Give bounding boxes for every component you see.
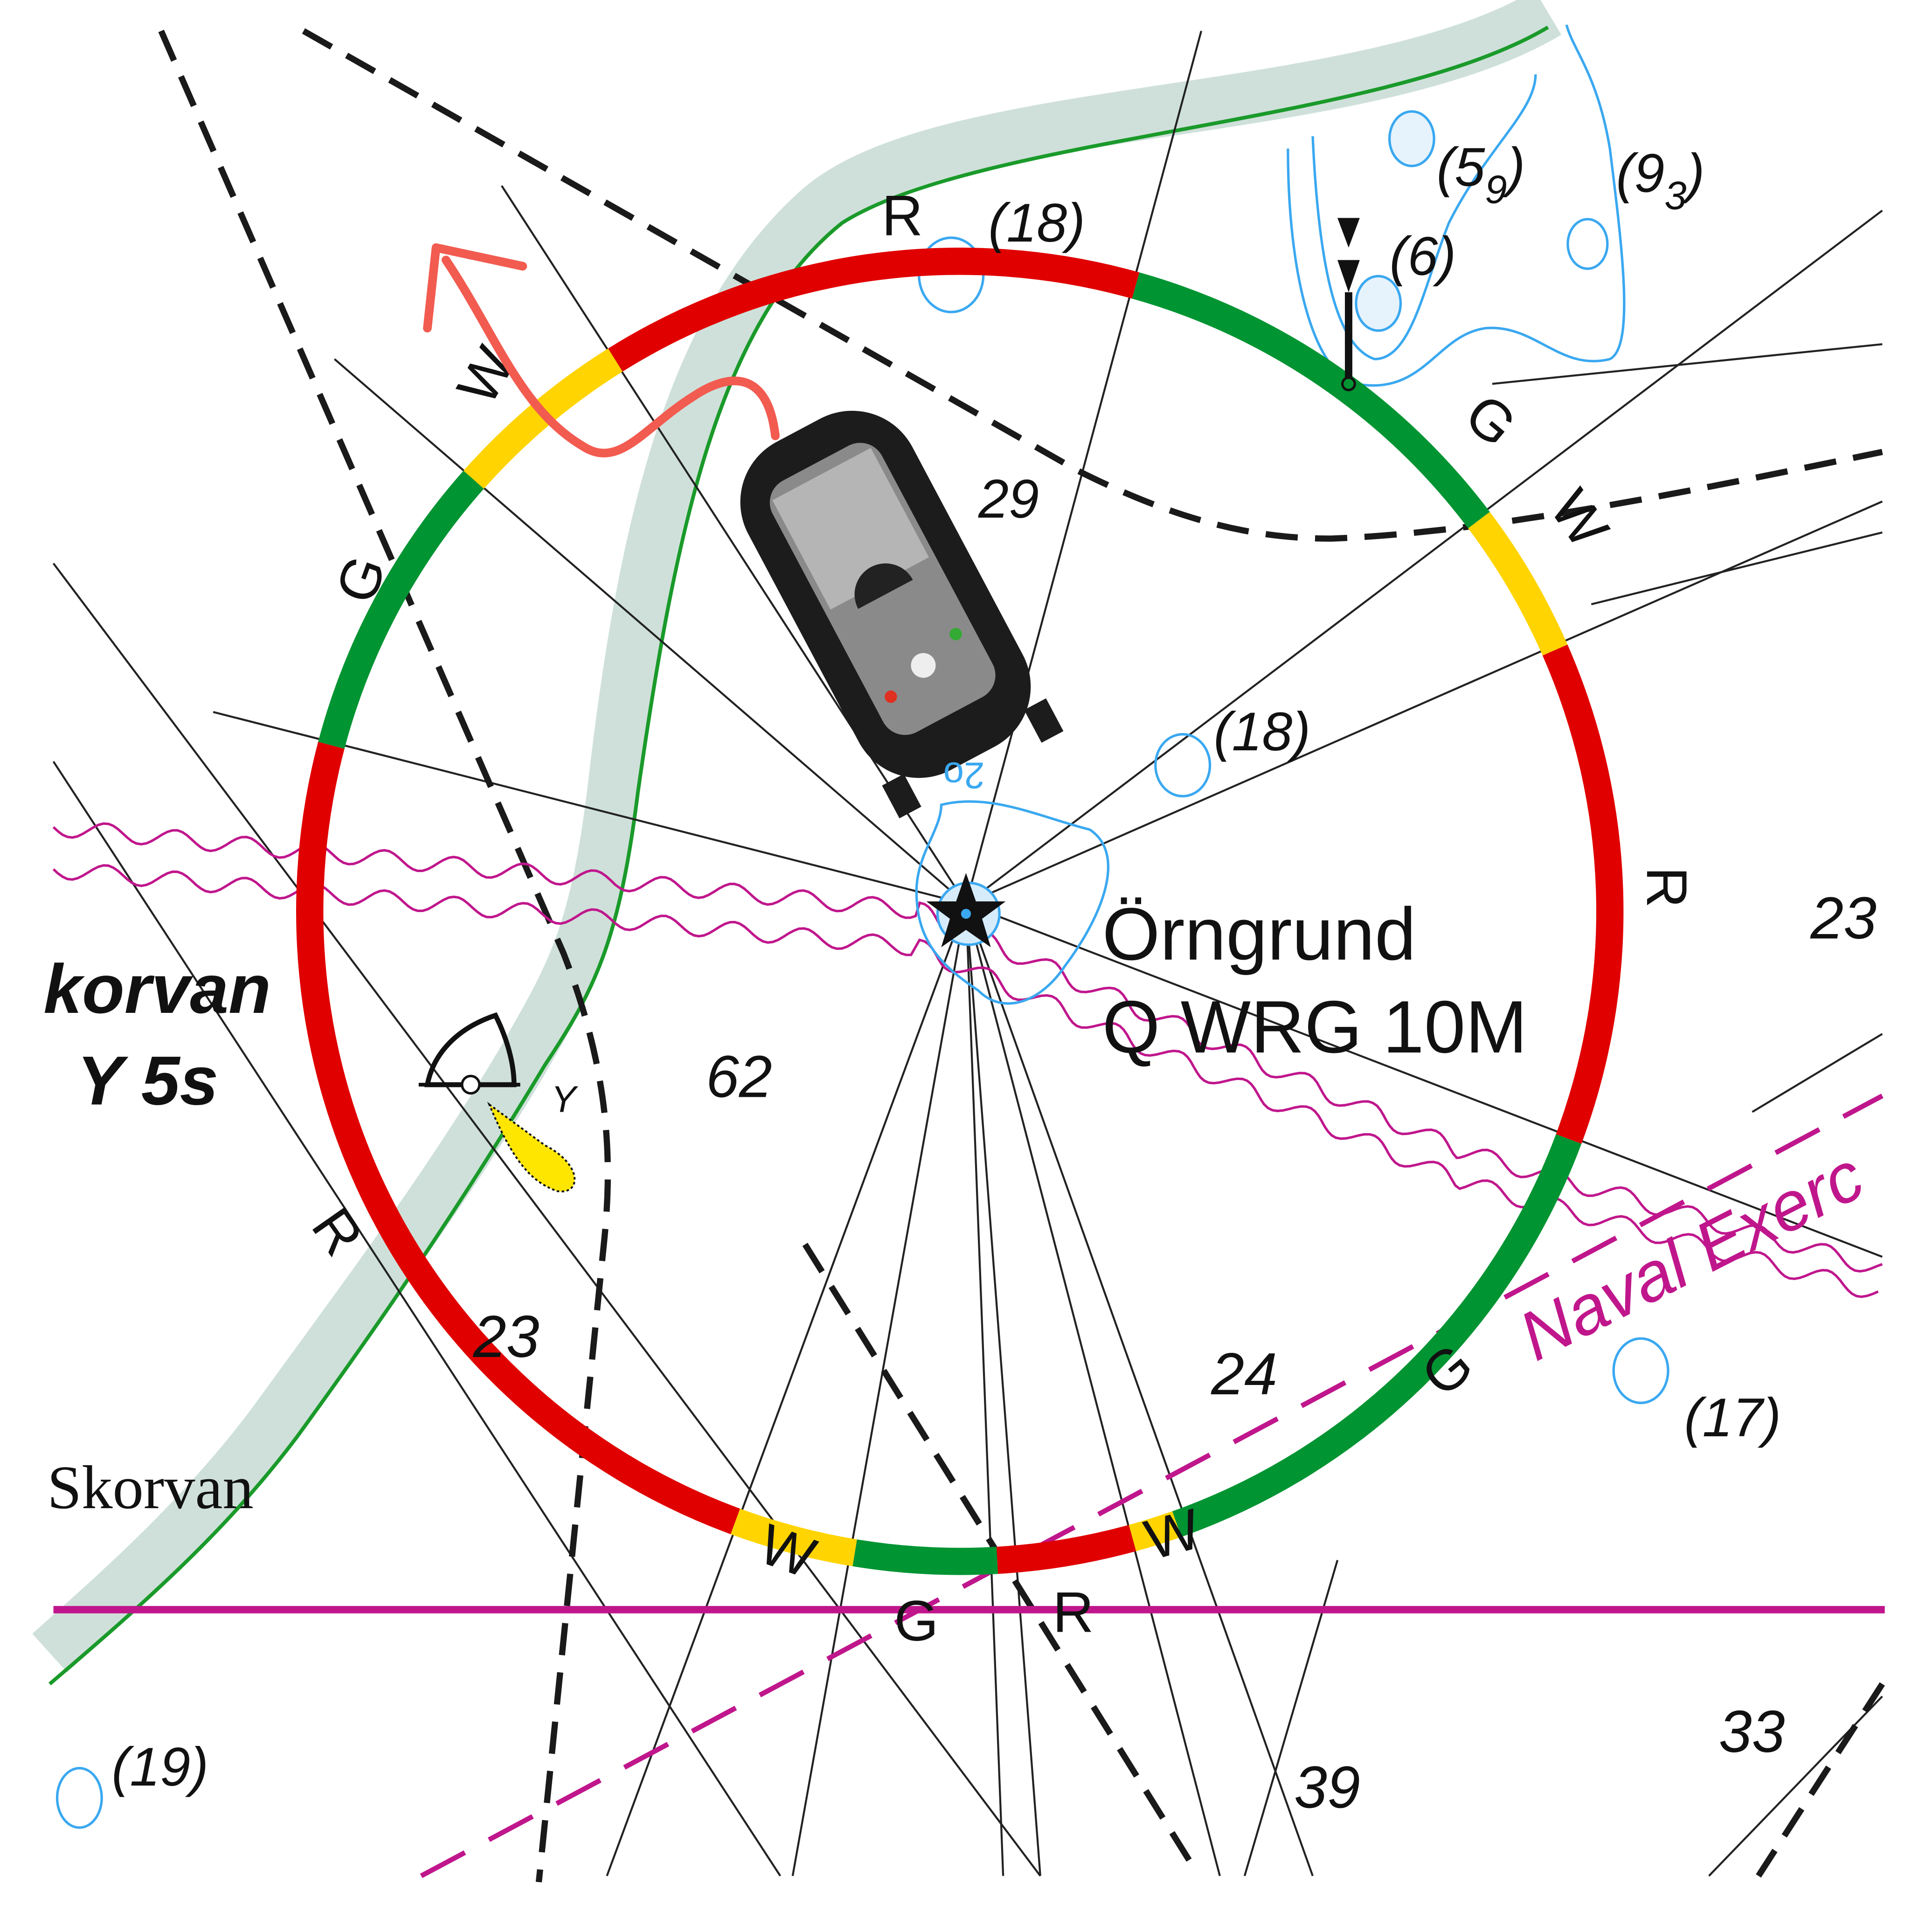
sounding: 29 (978, 468, 1039, 529)
light-sector-white_sector (1468, 512, 1568, 656)
sector-label: R (1635, 867, 1699, 908)
light-sector-green (852, 1539, 998, 1575)
light-sector-white_sector (1129, 1511, 1182, 1551)
buoy-characteristic: Y 5s (77, 1041, 218, 1119)
light-sector-green (1172, 1134, 1582, 1537)
leading-line (302, 28, 1883, 542)
bearing-line (1591, 531, 1883, 605)
depth-label: (17) (1684, 1387, 1781, 1448)
light-sector-red (996, 1525, 1136, 1574)
depth-label: (6) (1390, 225, 1456, 286)
bearing-line (333, 358, 967, 905)
light-sector-white_sector (730, 1509, 857, 1566)
depth-label: (18) (1214, 701, 1311, 762)
depth-label: (18) (988, 192, 1085, 253)
contour (1287, 24, 1626, 387)
lighthouse-star-icon[interactable] (926, 872, 1006, 948)
contour (915, 800, 1110, 1005)
submarine-cable (52, 864, 1879, 1298)
beacon-topmark-icon (1337, 218, 1360, 392)
bearing-line (52, 562, 1041, 1876)
route-annotation-arrow (423, 243, 780, 457)
contour (1311, 74, 1537, 360)
land-shoal-band (32, 0, 1562, 1673)
depth-label: (59) (1436, 136, 1525, 212)
sounding: 23 (473, 1304, 540, 1370)
leading-line (158, 29, 611, 1883)
buoy-color-letter: Y (551, 1078, 578, 1120)
bearing-line (965, 30, 1203, 904)
bearing-line (965, 904, 1004, 1876)
light-sector-green (1132, 272, 1490, 528)
bearing-line (965, 904, 1041, 1876)
sector-label: G (894, 1589, 938, 1653)
depth-label: (19) (111, 1736, 208, 1797)
light-sector-ring (296, 248, 1624, 1575)
submarine-cable (52, 822, 1883, 1273)
sounding: 23 (1810, 886, 1877, 952)
bearing-line (965, 903, 1314, 1876)
naval-area-boundary (420, 1094, 1884, 1878)
light-sector-red (608, 248, 1140, 372)
bearing-line (1492, 343, 1883, 385)
buoy-name: korvan (43, 950, 271, 1028)
contour (1612, 1337, 1669, 1405)
place-name: Skorvan (47, 1453, 253, 1522)
sector-label: R (882, 183, 923, 247)
bearing-line (965, 903, 1883, 1258)
light-sector-green (318, 471, 484, 749)
coastline (48, 25, 1549, 1686)
contour (1388, 110, 1435, 167)
light-characteristic: Q WRG 10M (1102, 985, 1528, 1068)
bearing-line (606, 903, 967, 1876)
sounding: 62 (706, 1044, 772, 1110)
contour (1154, 733, 1212, 797)
bearing-line (965, 500, 1883, 905)
leading-line (1756, 1682, 1885, 1878)
contour (1355, 275, 1402, 332)
sounding: 24 (1211, 1341, 1277, 1407)
contour (55, 1767, 103, 1829)
light-sector-red (1542, 644, 1624, 1144)
bearing-line (791, 903, 967, 1876)
bearing-lines (52, 30, 1883, 1877)
own-boat-icon[interactable] (716, 387, 1064, 818)
bearing-line (965, 903, 1221, 1876)
bearing-line (965, 209, 1883, 905)
sounding: 33 (1719, 1699, 1785, 1765)
sounding: 39 (1294, 1755, 1360, 1821)
buoy-light-icon (418, 1012, 576, 1192)
bearing-line (52, 761, 781, 1876)
contour (1566, 218, 1609, 270)
bearing-line (1752, 1033, 1883, 1113)
depth-label: 2o (943, 755, 985, 796)
sector-label: R (1053, 1580, 1094, 1644)
light-sector-red (296, 741, 740, 1534)
light-name: Örngrund (1102, 893, 1416, 976)
